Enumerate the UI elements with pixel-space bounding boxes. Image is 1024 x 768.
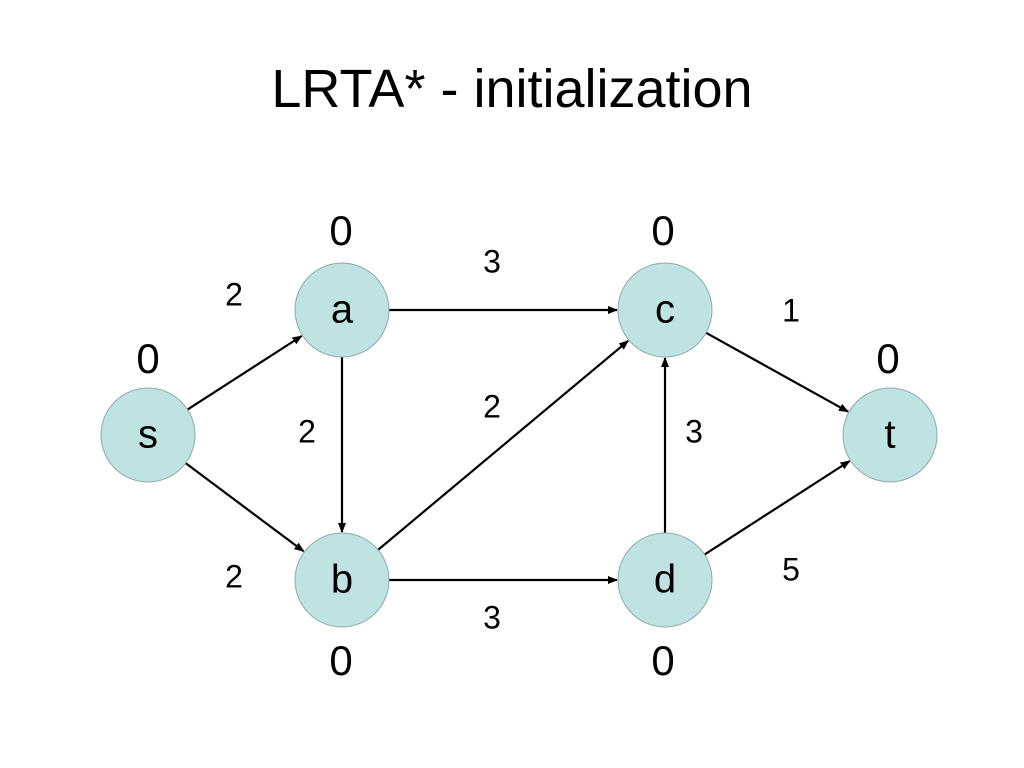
heuristic-value-t: 0: [876, 335, 899, 382]
edge-weight-a-c: 3: [483, 243, 501, 279]
edge-weight-b-d: 3: [483, 599, 501, 635]
edge-s-b: [184, 462, 305, 553]
node-circle-a: [294, 262, 390, 358]
node-label-a: a: [331, 288, 354, 332]
heuristic-value-c: 0: [651, 207, 674, 254]
node-s: s: [100, 387, 196, 483]
slide-title: LRTA* - initialization: [271, 59, 753, 119]
edge-s-a: [186, 335, 303, 411]
node-label-s: s: [138, 413, 158, 457]
node-t: t: [842, 387, 938, 483]
node-d: d: [617, 532, 713, 628]
node-circle-d: [617, 532, 713, 628]
edge-weight-c-t: 1: [782, 292, 800, 328]
edge-weight-s-a: 2: [225, 276, 243, 312]
heuristic-value-b: 0: [329, 637, 352, 684]
edge-weight-a-b: 2: [298, 413, 316, 449]
node-label-d: d: [654, 558, 676, 602]
edge-weight-d-c: 3: [685, 413, 703, 449]
edge-b-c: [377, 339, 629, 551]
heuristic-value-a: 0: [329, 207, 352, 254]
edge-weight-s-b: 2: [225, 558, 243, 594]
node-c: c: [617, 262, 713, 358]
node-label-b: b: [331, 558, 353, 602]
node-circle-s: [100, 387, 196, 483]
edge-weight-b-c: 2: [483, 388, 501, 424]
heuristic-value-s: 0: [136, 335, 159, 382]
node-circle-c: [617, 262, 713, 358]
heuristic-value-d: 0: [651, 637, 674, 684]
node-circle-b: [294, 532, 390, 628]
node-b: b: [294, 532, 390, 628]
node-label-c: c: [655, 288, 675, 332]
node-label-t: t: [884, 413, 895, 457]
node-a: a: [294, 262, 390, 358]
edge-d-t: [703, 460, 851, 556]
edge-weight-d-t: 5: [782, 551, 800, 587]
edge-c-t: [705, 331, 849, 413]
node-circle-t: [842, 387, 938, 483]
